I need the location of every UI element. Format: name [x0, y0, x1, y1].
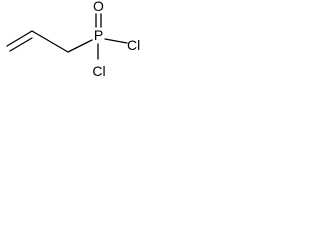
bond-c1-c2-double-b — [9, 37, 33, 52]
bond-c1-c2-double-a — [6, 30, 33, 47]
atom-chlorine-bottom: Cl — [92, 63, 105, 79]
bond-p-cl-right — [104, 38, 128, 44]
atom-oxygen: O — [93, 0, 104, 14]
atom-chlorine-right: Cl — [127, 37, 140, 53]
structure-diagram: O P Cl Cl — [6, 0, 140, 79]
bond-c2-c3 — [31, 30, 69, 53]
bond-c3-p — [67, 39, 93, 53]
atom-phosphorus: P — [94, 27, 103, 43]
